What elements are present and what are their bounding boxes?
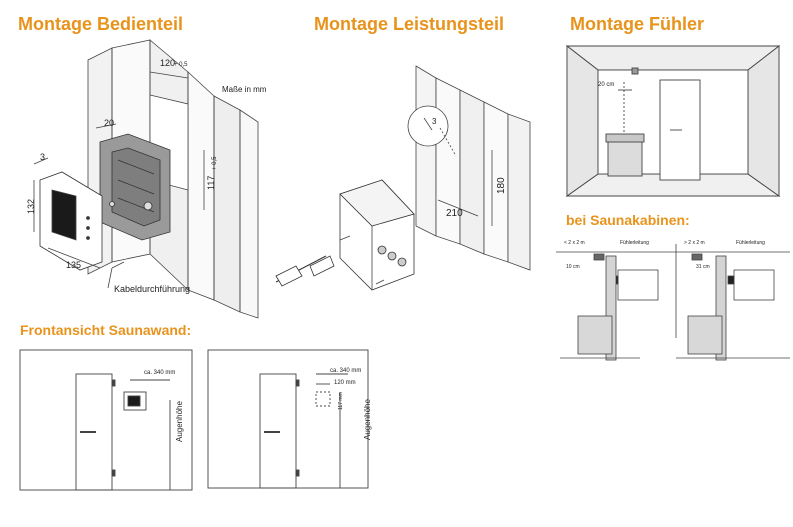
dim-135: 135 <box>66 260 81 270</box>
frontansicht-right <box>207 349 369 489</box>
heading-montage-fuehler: Montage Fühler <box>570 14 704 34</box>
arrow-icon <box>309 255 335 277</box>
left-door <box>75 373 113 491</box>
dim-117-tolerance: + 0,5 <box>212 156 218 170</box>
control-panel <box>39 171 103 271</box>
left-augenhoehe: Augenhöhe <box>175 401 184 442</box>
right-door <box>259 373 297 489</box>
right-dim-117: 117 mm <box>338 392 344 410</box>
leistungsteil-diagram <box>275 65 531 291</box>
right-vent-label: Fühlerleitung <box>736 240 765 246</box>
power-unit <box>339 179 415 291</box>
left-vent-label: Fühlerleitung <box>620 240 649 246</box>
heading-saunakabinen: bei Saunakabinen: <box>566 212 690 228</box>
heading-montage-leistungsteil: Montage Leistungsteil <box>314 14 505 34</box>
bedienteil-labels: 120 + 0,5 Maße in mm 20 3 132 135 117 + … <box>26 58 267 294</box>
left-dist-340: ca. 340 mm <box>144 370 175 376</box>
heading-montage-bedienteil: Montage Bedienteil <box>18 14 184 34</box>
dim-20: 20 <box>104 118 114 128</box>
fuehler-dim-20cm: 20 cm <box>598 82 614 88</box>
detail-dim-3: 3 <box>432 117 437 126</box>
right-dist-340: ca. 340 mm <box>330 368 361 374</box>
frontansicht-left-labels: ca. 340 mm Augenhöhe <box>144 370 184 442</box>
screw-detail-circle <box>407 105 449 147</box>
left-sensor-icon <box>593 253 605 261</box>
dim-120: 120 <box>160 58 175 68</box>
dim-180: 180 <box>496 177 507 194</box>
saunakabinen-diagram <box>556 244 790 361</box>
dim-210: 210 <box>446 208 463 219</box>
fuehler-diagram <box>565 45 781 197</box>
right-sensor-icon <box>691 253 703 261</box>
dim-3: 3 <box>40 152 45 162</box>
masse-label: Maße in mm <box>222 85 267 94</box>
right-dist-label: 31 cm <box>696 264 710 270</box>
sauna-oven <box>607 139 643 177</box>
saunakabinen-labels: < 2 x 2 m Fühlerleitung 10 cm > 2 x 2 m … <box>564 240 765 270</box>
dim-132: 132 <box>26 199 36 214</box>
kabeldurchfuehrung-label: Kabeldurchführung <box>114 284 190 294</box>
right-augenhoehe: Augenhöhe <box>363 399 372 440</box>
sensor-icon <box>631 67 639 75</box>
left-oven <box>577 315 613 355</box>
left-dist-label: 10 cm <box>566 264 580 270</box>
frontansicht-left <box>19 349 193 491</box>
heading-frontansicht: Frontansicht Saunawand: <box>20 322 192 338</box>
frontansicht-right-labels: ca. 340 mm 120 mm 117 mm Augenhöhe <box>330 368 372 440</box>
right-size-label: > 2 x 2 m <box>684 240 705 246</box>
screwdriver-icon <box>275 255 327 287</box>
bedienteil-diagram <box>33 39 259 319</box>
right-oven <box>687 315 723 355</box>
leistungsteil-wall <box>415 65 531 271</box>
right-dim-120: 120 mm <box>334 380 356 386</box>
left-size-label: < 2 x 2 m <box>564 240 585 246</box>
leistungsteil-labels: 210 180 3 <box>432 117 507 219</box>
dim-120-tolerance: + 0,5 <box>174 62 188 68</box>
mounting-frame <box>99 133 171 241</box>
dim-117: 117 <box>206 176 216 190</box>
right-cutout <box>315 391 331 407</box>
